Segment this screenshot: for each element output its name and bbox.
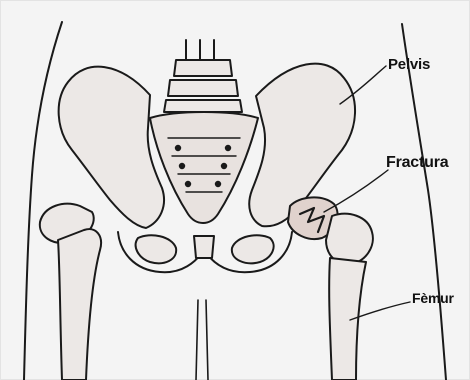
sacral-foramen-1 <box>176 146 180 150</box>
femur-label: Fèmur <box>412 290 454 306</box>
sacral-foramen-3 <box>180 164 184 168</box>
lumbar-vertebra-1 <box>174 60 232 76</box>
lumbar-vertebra-2 <box>168 80 238 96</box>
fracture-label: Fractura <box>386 154 448 172</box>
body-outline-right <box>402 24 446 380</box>
sacrum <box>150 112 258 223</box>
sacral-foramen-2 <box>226 146 230 150</box>
right-femur-shaft <box>329 258 366 380</box>
left-femur-shaft <box>58 229 101 380</box>
midline-2 <box>206 300 208 380</box>
lumbar-vertebra-3 <box>164 100 242 112</box>
sacral-foramen-4 <box>222 164 226 168</box>
right-femur-neck <box>326 214 373 265</box>
right-obturator-foramen <box>232 235 274 263</box>
pelvis-label: Pelvis <box>388 56 430 73</box>
sacral-foramen-6 <box>216 182 220 186</box>
pubic-symphysis <box>194 236 214 258</box>
body-outline-left <box>24 22 62 380</box>
midline-1 <box>196 300 198 380</box>
left-obturator-foramen <box>136 235 177 263</box>
sacral-foramen-5 <box>186 182 190 186</box>
